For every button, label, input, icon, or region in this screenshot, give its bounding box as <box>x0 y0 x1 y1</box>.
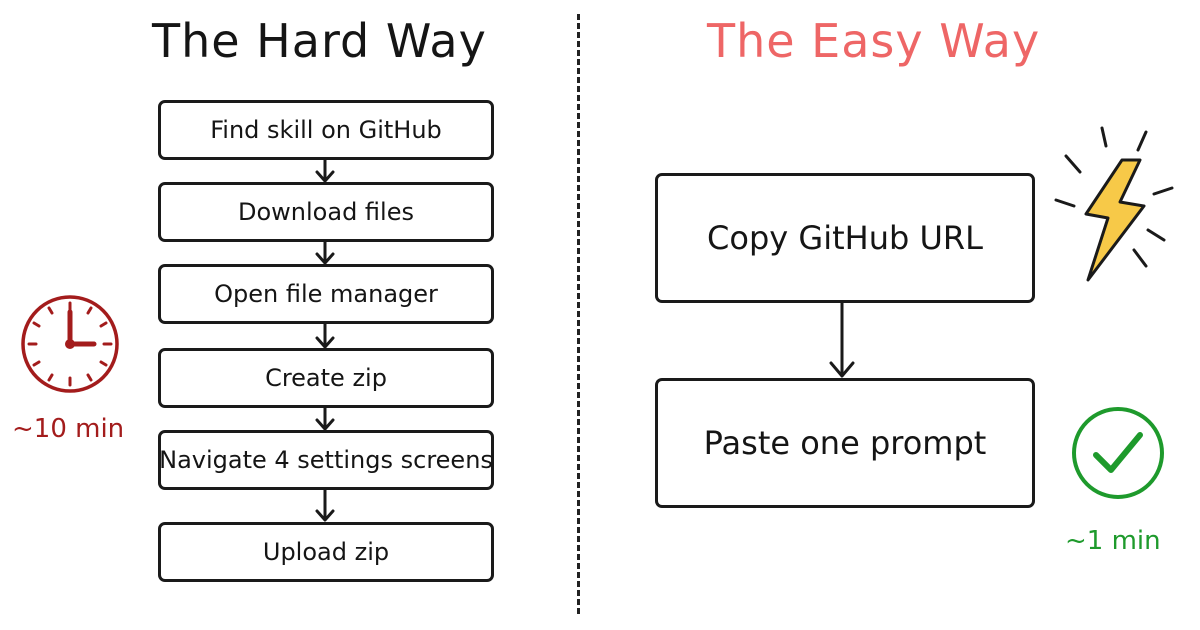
arrow-hard-5 <box>315 488 335 522</box>
arrow-hard-3 <box>315 322 335 349</box>
hard-step-open-file-manager: Open file manager <box>158 264 494 324</box>
clock-icon <box>21 295 119 393</box>
lightning-icon <box>1054 126 1174 282</box>
arrow-easy-1 <box>829 301 855 378</box>
hard-step-navigate-settings: Navigate 4 settings screens <box>158 430 494 490</box>
easy-way-title: The Easy Way <box>707 14 1041 68</box>
hard-step-create-zip: Create zip <box>158 348 494 408</box>
arrow-hard-2 <box>315 238 335 265</box>
checkmark-icon <box>1072 407 1164 499</box>
easy-way-time: ~1 min <box>1065 526 1161 556</box>
hard-way-time: ~10 min <box>12 414 125 444</box>
hard-step-download-files: Download files <box>158 182 494 242</box>
easy-step-paste-prompt: Paste one prompt <box>655 378 1035 508</box>
hard-step-find-skill: Find skill on GitHub <box>158 100 494 160</box>
easy-step-copy-url: Copy GitHub URL <box>655 173 1035 303</box>
hard-way-title: The Hard Way <box>152 14 487 68</box>
arrow-hard-1 <box>315 156 335 183</box>
dashed-divider <box>577 14 580 614</box>
arrow-hard-4 <box>315 404 335 431</box>
hard-step-upload-zip: Upload zip <box>158 522 494 582</box>
